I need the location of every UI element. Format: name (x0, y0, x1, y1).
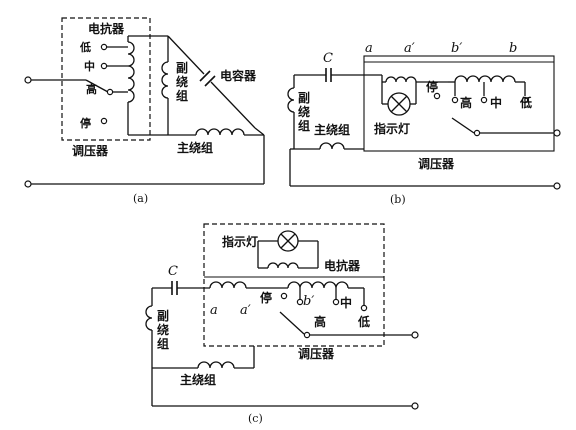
terminal-top-b (553, 129, 561, 137)
aux-winding-label-b-2: 绕 (298, 104, 310, 119)
tap-stop-a (100, 117, 108, 125)
capacitor-plate-a1 (199, 70, 211, 82)
regulator-label-c: 调压器 (298, 347, 335, 361)
main-winding-label-a: 主绕组 (177, 140, 213, 155)
caption-a: (a) (133, 192, 148, 205)
point-a-label-b: a (365, 41, 373, 56)
main-winding-coil-a (195, 128, 245, 136)
panel-b: C a a′ b′ b 指示灯 停 高 中 低 (287, 41, 561, 206)
regulator-label-b: 调压器 (418, 157, 455, 171)
tap-low-a (100, 43, 108, 51)
regulator-box-c (203, 223, 385, 347)
switch-blade-b (451, 117, 475, 134)
aux-winding-label-b-3: 组 (298, 118, 310, 133)
tap-stop-label-c: 停 (260, 290, 272, 305)
main-winding-label-b: 主绕组 (314, 122, 350, 137)
point-a-label-c: a (210, 303, 218, 318)
aux-winding-coil-b (287, 87, 295, 113)
tap-mid-b (480, 96, 488, 104)
aux-winding-label-b-1: 副 (298, 90, 310, 105)
reactor-coil-a (127, 41, 135, 103)
regulator-label-a: 调压器 (72, 144, 109, 158)
coil-a-a-prime-b (385, 76, 417, 83)
aux-winding-label-c-3: 组 (157, 336, 169, 351)
coil-a-a-prime-c (209, 281, 247, 289)
tap-stop-label-a: 停 (80, 116, 91, 130)
tap-high-label-a: 高 (86, 82, 97, 96)
tap-stop-c (280, 292, 288, 300)
regulator-box-a (61, 17, 151, 141)
tap-high-a (106, 88, 114, 96)
tap-mid-c (332, 298, 340, 306)
aux-winding-label-a-2: 绕 (176, 74, 188, 89)
capacitor-symbol-c: C (168, 264, 178, 279)
tap-high-b (451, 96, 459, 104)
tap-low-b (521, 96, 529, 104)
indicator-label-c: 指示灯 (222, 234, 258, 249)
point-b-prime-label-c: b′ (303, 294, 314, 309)
switch-pivot-b (473, 129, 481, 137)
switch-blade-a (85, 79, 109, 93)
tap-high-label-c: 高 (314, 314, 326, 329)
tap-low-label-a: 低 (79, 40, 91, 54)
terminal-bottom-b (553, 182, 561, 190)
switch-pivot-c (303, 331, 311, 339)
tap-mid-a (100, 62, 108, 70)
coil-b-prime-b (454, 75, 516, 83)
aux-winding-coil-c (145, 305, 153, 331)
main-winding-coil-b (319, 142, 345, 150)
indicator-label-b: 指示灯 (374, 121, 410, 136)
terminal-bottom-c (411, 402, 419, 410)
regulator-box-b (363, 55, 555, 152)
caption-c: (c) (248, 412, 263, 425)
switch-blade-c (279, 311, 305, 335)
point-b-prime-label-b: b′ (451, 41, 462, 56)
panel-c: 指示灯 电抗器 C a a′ b′ 停 中 (145, 223, 419, 425)
main-winding-label-c: 主绕组 (180, 372, 216, 387)
tap-low-c (360, 304, 368, 312)
capacitor-plate-a2 (204, 75, 216, 87)
tap-mid-label-a: 中 (84, 59, 95, 73)
reactor-label-a: 电抗器 (88, 21, 125, 36)
reactor-label-c: 电抗器 (324, 258, 361, 273)
panel-a: 低 中 高 停 电抗器 副 绕 组 电容器 主绕组 调压器 (24, 17, 265, 205)
tap-stop-b (433, 92, 441, 100)
main-winding-coil-c (197, 361, 235, 369)
coil-b-prime-c (287, 281, 349, 289)
tap-b-prime-c (296, 298, 304, 306)
reactor-coil-c (267, 262, 299, 269)
tap-mid-label-b: 中 (490, 95, 502, 110)
capacitor-label-a: 电容器 (220, 68, 257, 83)
tap-high-label-b: 高 (460, 95, 472, 110)
point-a-prime-label-c: a′ (240, 303, 251, 318)
aux-winding-label-c-2: 绕 (157, 322, 169, 337)
tap-low-label-b: 低 (519, 95, 532, 110)
terminal-top-c (411, 331, 419, 339)
terminal-top-a (24, 76, 32, 84)
tap-stop-label-b: 停 (426, 79, 438, 94)
tap-mid-label-c: 中 (340, 295, 352, 310)
caption-b: (b) (390, 193, 406, 206)
aux-winding-label-c-1: 副 (157, 308, 169, 323)
point-b-label-b: b (509, 41, 517, 56)
point-a-prime-label-b: a′ (404, 41, 415, 56)
tap-low-label-c: 低 (357, 314, 370, 329)
terminal-bottom-a (24, 180, 32, 188)
aux-winding-label-a-3: 组 (176, 88, 188, 103)
capacitor-symbol-b: C (323, 51, 333, 66)
aux-winding-label-a-1: 副 (176, 60, 188, 75)
aux-winding-coil-a (161, 61, 169, 99)
